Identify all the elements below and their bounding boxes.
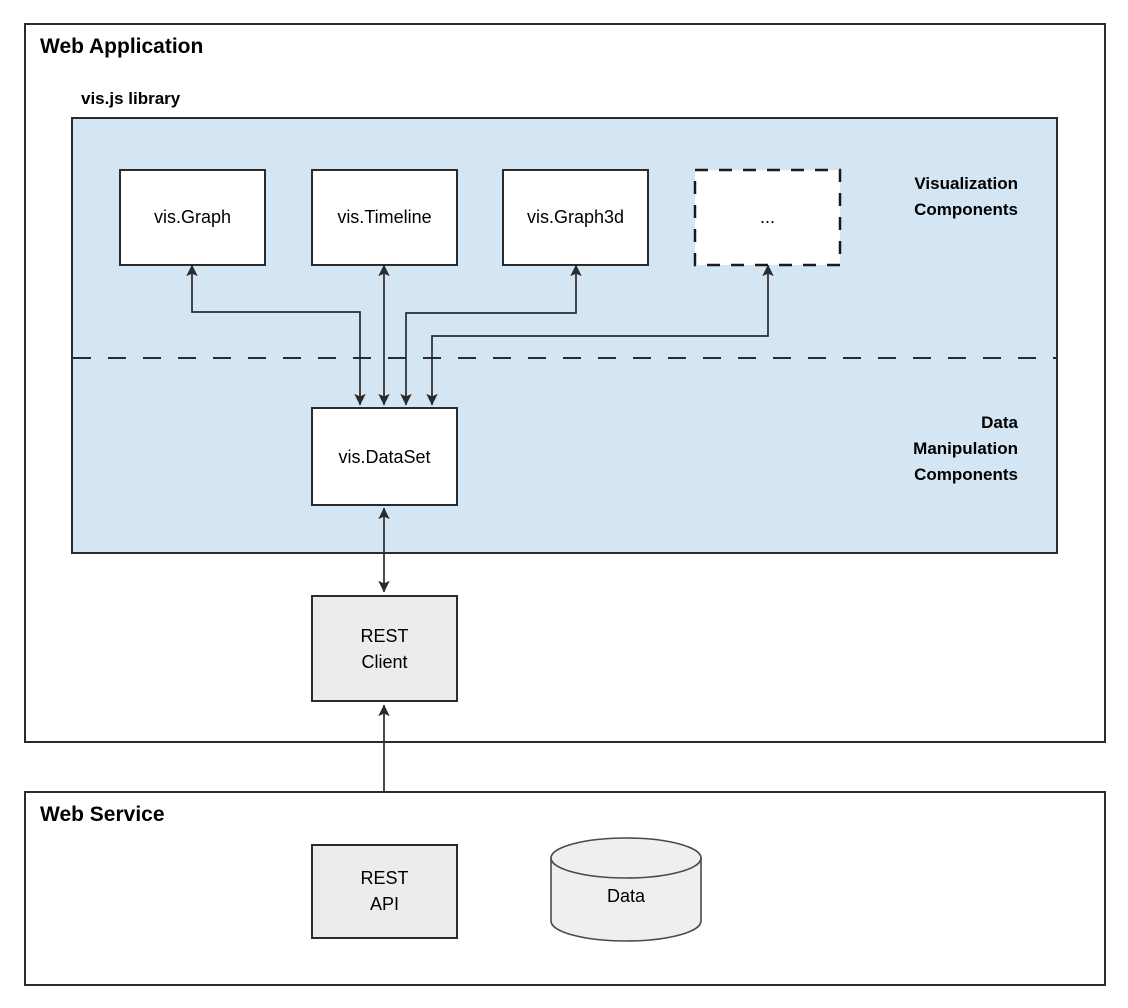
data-manipulation-components-label-line3: Components bbox=[914, 465, 1018, 484]
connector-vis-graph-to-dataset bbox=[186, 264, 366, 406]
node-rest-client-label-line2: Client bbox=[361, 652, 407, 672]
visualization-components-label-line2: Components bbox=[914, 200, 1018, 219]
visualization-components-label-line1: Visualization bbox=[914, 174, 1018, 193]
node-data-store[interactable] bbox=[550, 837, 702, 942]
data-manipulation-components-label-line2: Manipulation bbox=[913, 439, 1018, 458]
node-vis-graph3d-label: vis.Graph3d bbox=[527, 207, 624, 227]
node-vis-dataset[interactable] bbox=[311, 407, 458, 506]
node-rest-api[interactable] bbox=[311, 844, 458, 939]
node-more-components[interactable] bbox=[693, 168, 842, 267]
node-rest-client-label-line1: REST bbox=[360, 626, 408, 646]
frame-web-application-title: Web Application bbox=[40, 35, 203, 58]
node-vis-graph-label: vis.Graph bbox=[154, 207, 231, 227]
data-manipulation-components-label-line1: Data bbox=[981, 413, 1018, 432]
node-vis-dataset-label: vis.DataSet bbox=[338, 447, 430, 467]
node-more-components-label: ... bbox=[760, 207, 775, 227]
node-rest-api-label-line1: REST bbox=[360, 868, 408, 888]
node-rest-client[interactable] bbox=[311, 595, 458, 702]
node-vis-timeline[interactable] bbox=[311, 169, 458, 266]
node-vis-graph[interactable] bbox=[119, 169, 266, 266]
node-rest-api-label-line2: API bbox=[370, 894, 399, 914]
connector-more-components-to-dataset bbox=[426, 264, 774, 406]
node-vis-graph3d[interactable] bbox=[502, 169, 649, 266]
library-panel-title: vis.js library bbox=[81, 89, 181, 108]
node-data-store-label: Data bbox=[607, 886, 646, 906]
node-vis-timeline-label: vis.Timeline bbox=[337, 207, 431, 227]
frame-web-service-title: Web Service bbox=[40, 803, 165, 826]
